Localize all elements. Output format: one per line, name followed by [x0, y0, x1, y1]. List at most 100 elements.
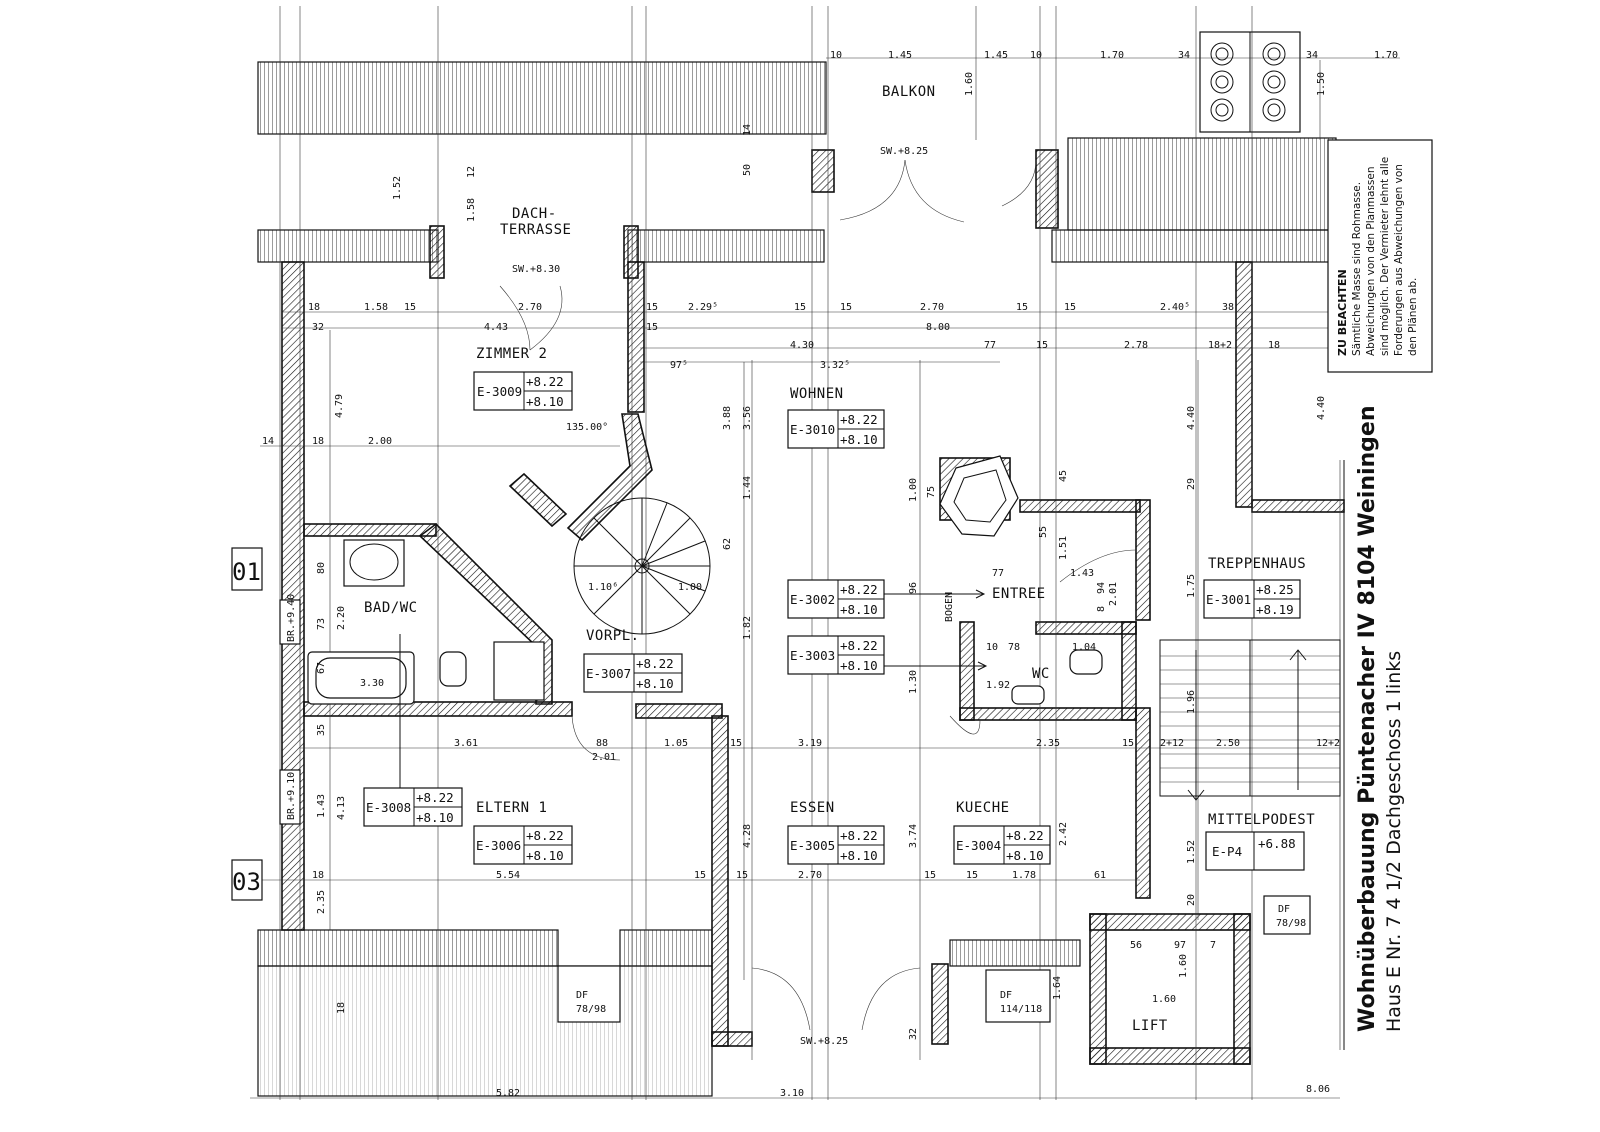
room-zimmer2: ZIMMER 2 [476, 346, 547, 362]
dimension-label: 1.30 [908, 670, 919, 694]
dimension-label: 1.10⁶ [588, 582, 618, 593]
dimension-label: 15 [1122, 738, 1134, 749]
dimension-label: 1.44 [742, 476, 753, 500]
plan-subtitle: Haus E Nr. 7 4 1/2 Dachgeschoss 1 links [1383, 651, 1405, 1032]
dimension-label: 1.70 [1374, 50, 1398, 61]
dimension-label: 1.04 [1072, 642, 1096, 653]
dimension-label: 15 [1036, 340, 1048, 351]
dimension-label: 5.82 [496, 1088, 520, 1099]
dimension-label: 2.29⁵ [688, 302, 718, 313]
dimension-label: 34 [1306, 50, 1318, 61]
dimension-label: 18 [312, 436, 324, 447]
dimension-label: 1.60 [1152, 994, 1176, 1005]
dimension-label: 34 [1178, 50, 1190, 61]
sill-br2: BR.+9.10 [286, 772, 297, 820]
dimension-label: 1.43 [316, 794, 327, 818]
room-essen: ESSEN [790, 800, 835, 816]
code-e3007-h1: +8.22 [636, 656, 674, 671]
dimension-label: 15 [966, 870, 978, 881]
spiral-stair [573, 497, 711, 635]
dimension-label: 4.40 [1186, 406, 1197, 430]
dimension-label: 32 [312, 322, 324, 333]
dimension-label: 97⁵ [670, 360, 688, 371]
dimension-label: 2.70 [518, 302, 542, 313]
dimension-label: 1.78 [1012, 870, 1036, 881]
dimension-label: 1.50 [1316, 72, 1327, 96]
dimension-label: 29 [1186, 478, 1197, 490]
notice-line-1: Sämtliche Masse sind Rohmasse. [1351, 182, 1363, 356]
dimension-label: 4.40 [1316, 396, 1327, 420]
dimension-label: 38 [1222, 302, 1234, 313]
notice-line-2: Abweichungen von den Planmassen [1365, 167, 1377, 356]
code-e3005: E-3005 [790, 838, 835, 853]
dimension-label: 7 [1210, 940, 1216, 951]
code-e3006-h2: +8.10 [526, 848, 564, 863]
df2-a: DF [1000, 990, 1012, 1001]
dimension-label: 2.00 [368, 436, 392, 447]
code-e3010-h2: +8.10 [840, 432, 878, 447]
room-kueche: KUECHE [956, 800, 1010, 816]
dimension-label: 1.52 [392, 176, 403, 200]
dimension-label: 14 [262, 436, 274, 447]
dimension-label: 2.35 [1036, 738, 1060, 749]
dims-row2: 32 4.43 15 8.00 [312, 322, 950, 333]
dimension-label: 8 [1096, 606, 1107, 612]
notice-line-5: den Plänen ab. [1407, 278, 1419, 356]
notice-heading: ZU BEACHTEN [1336, 269, 1349, 356]
dimension-label: 1.00 [678, 582, 702, 593]
dims-low: 18 5.54 15 15 2.70 15 15 1.78 61 [312, 870, 1106, 881]
dimension-label: 3.74 [908, 824, 919, 848]
dimension-label: 96 [908, 582, 919, 594]
dimension-label: 2.01 [1108, 582, 1119, 606]
dimension-label: 1.00 [908, 478, 919, 502]
dimension-label: 1.45 [984, 50, 1008, 61]
fireplace [939, 455, 1019, 537]
code-e3006-h1: +8.22 [526, 828, 564, 843]
dimension-label: 80 [316, 562, 327, 574]
dimension-label: 1.43 [1070, 568, 1094, 579]
dimension-label: 15 [924, 870, 936, 881]
entry-arrows [399, 589, 988, 812]
dimension-label: 77 [992, 568, 1004, 579]
dims-row4: 97⁵ 3.32⁵ [670, 360, 850, 371]
dimension-label: 32 [908, 1028, 919, 1040]
dimension-label: 4.28 [742, 824, 753, 848]
dimension-label: 4.43 [484, 322, 508, 333]
sheet-marks: 01 03 [231, 547, 263, 901]
dimension-label: 2.01 [592, 752, 616, 763]
angle-label: 135.00° [566, 422, 608, 433]
room-dachterrasse-2: TERRASSE [500, 222, 571, 238]
notice-block: ZU BEACHTEN Sämtliche Masse sind Rohmass… [1327, 139, 1433, 373]
roof-eaves-bottom [257, 929, 1081, 1097]
room-entree: ENTREE [992, 586, 1046, 602]
dimension-label: 18 [1268, 340, 1280, 351]
dimension-label: 2.78 [1124, 340, 1148, 351]
dimension-label: 15 [404, 302, 416, 313]
dimension-label: 2.70 [920, 302, 944, 313]
dimension-label: 88 [596, 738, 608, 749]
dims-misc: 1.52 1.58 12 4.79 2.00 14 18 3.88 3.56 1… [262, 72, 1327, 1040]
room-eltern: ELTERN 1 [476, 800, 547, 816]
dimension-label: 55 [1038, 526, 1049, 538]
code-e3002: E-3002 [790, 592, 835, 607]
dims-row1: 18 1.58 15 2.70 15 2.29⁵ 15 15 2.70 15 1… [308, 302, 1234, 313]
dimension-label: 8.00 [926, 322, 950, 333]
df3-b: 78/98 [1276, 918, 1306, 929]
code-e3003-h2: +8.10 [840, 658, 878, 673]
sill-sw-bottom: SW.+8.25 [800, 1036, 848, 1047]
code-e3010: E-3010 [790, 422, 835, 437]
room-mittelpodest: MITTELPODEST [1208, 812, 1315, 828]
dimension-label: 77 [984, 340, 996, 351]
dimension-label: 10 [986, 642, 998, 653]
dimension-label: 12 [466, 166, 477, 178]
df3-a: DF [1278, 904, 1290, 915]
dimension-label: 8.06 [1306, 1084, 1330, 1095]
dims-mid: 3.61 88 1.05 15 3.19 2.35 15 2+12 2.50 1… [454, 738, 1340, 749]
code-e3003: E-3003 [790, 648, 835, 663]
dimension-label: 2.50 [1216, 738, 1240, 749]
room-lift: LIFT [1132, 1018, 1168, 1034]
code-e3004-h1: +8.22 [1006, 828, 1044, 843]
roof-eaves-top [257, 61, 1339, 263]
dimension-label: 1.60 [964, 72, 975, 96]
dimension-label: 2.20 [336, 606, 347, 630]
